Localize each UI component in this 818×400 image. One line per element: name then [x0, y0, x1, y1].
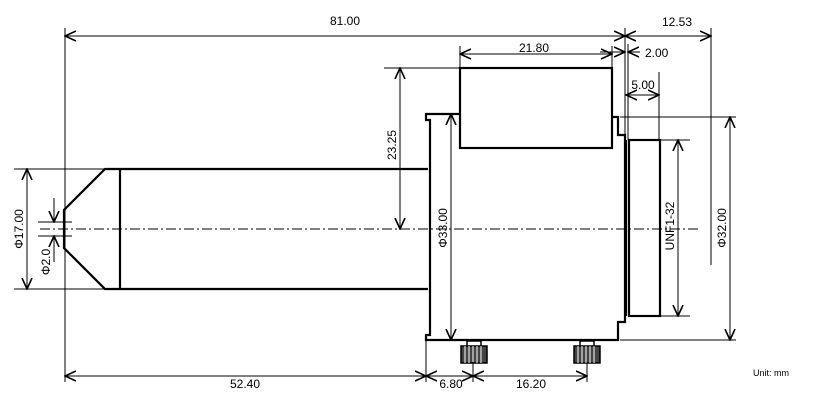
knob-right — [573, 340, 601, 364]
dim-tip-diameter: Φ2.0 — [39, 249, 53, 276]
dim-thread-length: 5.00 — [631, 78, 655, 92]
dim-barrel-length: 52.40 — [230, 377, 260, 391]
dim-offset-height: 23.25 — [385, 130, 399, 160]
unit-label: Unit: mm — [753, 368, 789, 378]
dim-overall-length: 81.00 — [330, 14, 360, 28]
dim-knob-spacing: 16.20 — [516, 377, 546, 391]
dim-front-diameter: Φ17.00 — [12, 209, 26, 249]
dim-flange-diameter: Φ32.00 — [715, 208, 729, 248]
extension-lines — [14, 28, 736, 382]
knob-left — [460, 340, 488, 364]
dim-thread-spec: UNF1-32 — [663, 201, 677, 250]
top-block — [458, 66, 614, 150]
dim-gap: 2.00 — [645, 46, 669, 60]
dim-rear-length: 12.53 — [662, 15, 692, 29]
dim-body-diameter: Φ33.00 — [436, 208, 450, 248]
dimension-lines — [27, 36, 730, 376]
lens-outline — [62, 66, 662, 342]
dim-top-block-width: 21.80 — [519, 41, 549, 55]
thread-ring — [627, 138, 662, 318]
dim-flange-to-knob: 6.80 — [439, 377, 463, 391]
